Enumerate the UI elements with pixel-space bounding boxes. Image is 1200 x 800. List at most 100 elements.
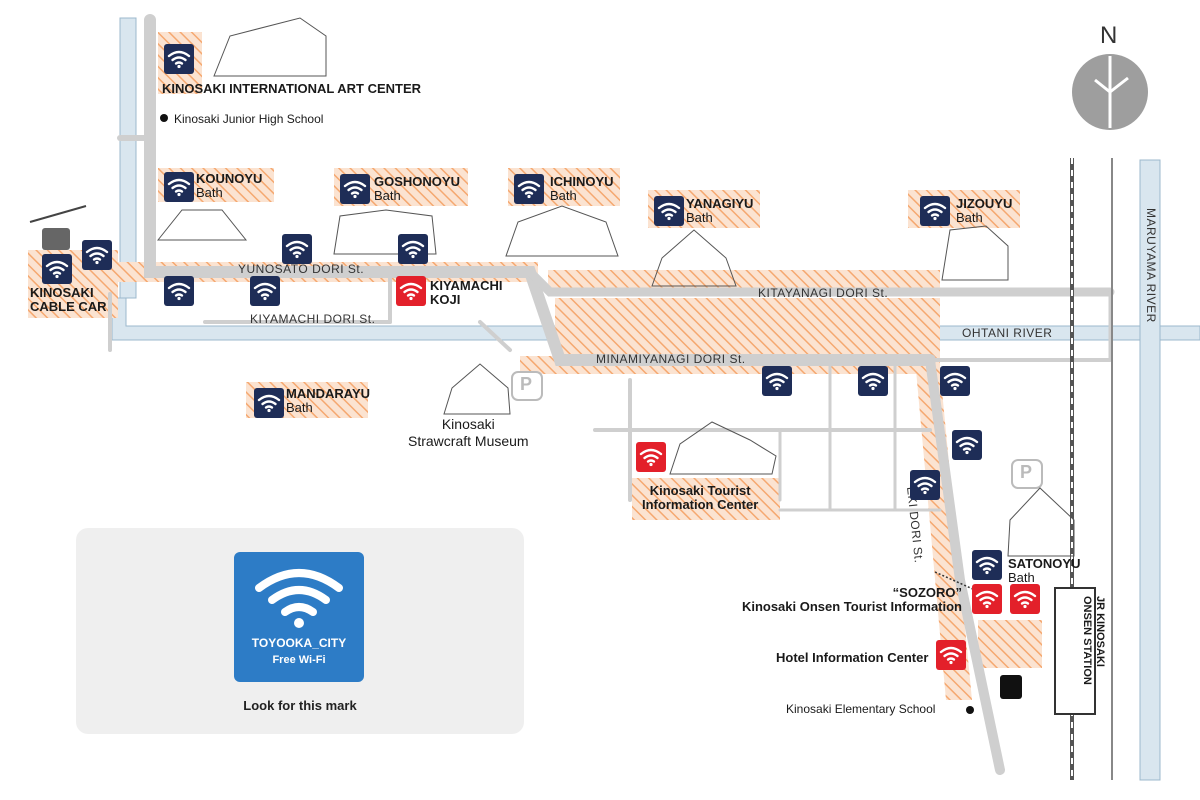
label-mandarayu[interactable]: MANDARAYU Bath xyxy=(286,387,370,415)
wifi-spot-art-center[interactable] xyxy=(164,44,194,74)
wifi-icon xyxy=(939,646,963,665)
label-kounoyu[interactable]: KOUNOYU Bath xyxy=(196,172,262,200)
street-minamiyanagi: MINAMIYANAGI DORI St. xyxy=(596,352,746,366)
wifi-spot-eki-2[interactable] xyxy=(910,470,940,500)
wifi-icon xyxy=(167,282,191,301)
wifi-spot-sozoro-1[interactable] xyxy=(972,584,1002,614)
label-sozoro-line1: “SOZORO” xyxy=(892,585,962,600)
wifi-icon xyxy=(913,476,937,495)
wifi-mark-card: TOYOOKA_CITY Free Wi-Fi xyxy=(234,552,364,682)
wifi-icon xyxy=(45,260,69,279)
label-cable-car-line1: KINOSAKI xyxy=(30,285,94,300)
wifi-spot-hotel-info[interactable] xyxy=(936,640,966,670)
label-yanagiyu-line2: Bath xyxy=(686,210,713,225)
school-dot xyxy=(160,114,168,122)
label-ichinoyu-line2: Bath xyxy=(550,188,577,203)
cable-car-icon xyxy=(29,205,87,250)
wifi-icon xyxy=(975,556,999,575)
label-kiyamachi-koji-line2: KOJI xyxy=(430,292,461,307)
wifi-icon xyxy=(167,178,191,197)
compass xyxy=(1072,54,1148,130)
wifi-icon xyxy=(167,50,191,69)
label-station-line2: ONSEN STATION xyxy=(1081,596,1093,685)
legend-subtitle: Free Wi-Fi xyxy=(272,654,326,666)
wifi-icon xyxy=(923,202,947,221)
label-jizouyu[interactable]: JIZOUYU Bath xyxy=(956,197,1012,225)
wifi-spot-goshonoyu[interactable] xyxy=(340,174,370,204)
wifi-icon xyxy=(517,180,541,199)
label-ichinoyu[interactable]: ICHINOYU Bath xyxy=(550,175,614,203)
label-yanagiyu[interactable]: YANAGIYU Bath xyxy=(686,197,753,225)
label-strawcraft[interactable]: Kinosaki Strawcraft Museum xyxy=(408,416,529,450)
label-sozoro-line2: Kinosaki Onsen Tourist Information xyxy=(741,599,962,614)
label-sozoro[interactable]: “SOZORO” Kinosaki Onsen Tourist Informat… xyxy=(738,586,962,614)
label-tourist-info[interactable]: Kinosaki Tourist Information Center xyxy=(642,484,758,512)
street-kitayanagi: KITAYANAGI DORI St. xyxy=(758,286,889,300)
wifi-icon xyxy=(943,372,967,391)
label-satonoyu-line2: Bath xyxy=(1008,570,1035,585)
wifi-spot-cable-car[interactable] xyxy=(42,254,72,284)
compass-north: N xyxy=(1100,22,1118,49)
wifi-spot-minamiyanagi-2[interactable] xyxy=(858,366,888,396)
parking-icon xyxy=(1011,459,1043,489)
label-hotel-info[interactable]: Hotel Information Center xyxy=(776,650,929,665)
wifi-spot-yunosato-3[interactable] xyxy=(282,234,312,264)
legend-caption: Look for this mark xyxy=(243,698,357,713)
station-box[interactable] xyxy=(1054,587,1096,715)
wifi-spot-yunosato-2[interactable] xyxy=(250,276,280,306)
label-tourist-info-line1: Kinosaki Tourist xyxy=(649,483,751,498)
street-yunosato: YUNOSATO DORI St. xyxy=(238,262,365,276)
wifi-icon xyxy=(975,590,999,609)
wifi-spot-yunosato-1[interactable] xyxy=(164,276,194,306)
wifi-spot-mandarayu[interactable] xyxy=(254,388,284,418)
wifi-spot-minamiyanagi-3[interactable] xyxy=(940,366,970,396)
wifi-icon xyxy=(861,372,885,391)
label-station[interactable]: JR KINOSAKI ONSEN STATION xyxy=(1080,596,1106,685)
wifi-icon xyxy=(401,240,425,259)
wifi-spot-jizouyu[interactable] xyxy=(920,196,950,226)
label-jizouyu-line2: Bath xyxy=(956,210,983,225)
label-satonoyu-line1: SATONOYU xyxy=(1008,556,1081,571)
label-kiyamachi-koji-line1: KIYAMACHI xyxy=(430,278,503,293)
wifi-icon xyxy=(253,282,277,301)
wifi-spot-satonoyu[interactable] xyxy=(972,550,1002,580)
label-goshonoyu-line2: Bath xyxy=(374,188,401,203)
wifi-icon xyxy=(639,448,663,467)
wifi-icon xyxy=(1013,590,1037,609)
wifi-icon xyxy=(955,436,979,455)
wifi-icon xyxy=(85,246,109,265)
wifi-spot-eki-1[interactable] xyxy=(952,430,982,460)
sozoro-leader xyxy=(934,571,976,591)
label-ichinoyu-line1: ICHINOYU xyxy=(550,174,614,189)
wifi-spot-yanagiyu[interactable] xyxy=(654,196,684,226)
wifi-spot-cable-car-2[interactable] xyxy=(82,240,112,270)
label-kiyamachi-koji[interactable]: KIYAMACHI KOJI xyxy=(430,279,502,307)
wifi-icon xyxy=(765,372,789,391)
legend-ssid: TOYOOKA_CITY xyxy=(251,636,347,650)
label-cable-car[interactable]: KINOSAKI CABLE CAR xyxy=(30,286,107,314)
label-goshonoyu-line1: GOSHONOYU xyxy=(374,174,460,189)
label-mandarayu-line1: MANDARAYU xyxy=(286,386,371,401)
roads xyxy=(108,14,1115,775)
label-art-center[interactable]: KINOSAKI INTERNATIONAL ART CENTER xyxy=(162,81,422,96)
wifi-icon xyxy=(343,180,367,199)
wifi-icon xyxy=(285,240,309,259)
label-goshonoyu[interactable]: GOSHONOYU Bath xyxy=(374,175,460,203)
wifi-spot-sozoro-2[interactable] xyxy=(1010,584,1040,614)
wifi-spot-kounoyu[interactable] xyxy=(164,172,194,202)
label-tourist-info-line2: Information Center xyxy=(642,497,759,512)
label-jizouyu-line1: JIZOUYU xyxy=(956,196,1013,211)
parking-label: P xyxy=(1020,462,1033,482)
street-kiyamachi: KIYAMACHI DORI St. xyxy=(250,312,376,326)
label-cable-car-line2: CABLE CAR xyxy=(30,299,107,314)
school-dot xyxy=(966,706,974,714)
wifi-icon xyxy=(257,394,281,413)
wifi-spot-yunosato-4[interactable] xyxy=(398,234,428,264)
wifi-spot-ichinoyu[interactable] xyxy=(514,174,544,204)
wifi-spot-kiyamachi-koji[interactable] xyxy=(396,276,426,306)
wifi-spot-tourist-info[interactable] xyxy=(636,442,666,472)
label-kounoyu-line2: Bath xyxy=(196,185,223,200)
wifi-icon xyxy=(255,569,343,628)
wifi-spot-minamiyanagi-1[interactable] xyxy=(762,366,792,396)
label-satonoyu[interactable]: SATONOYU Bath xyxy=(1008,557,1080,585)
